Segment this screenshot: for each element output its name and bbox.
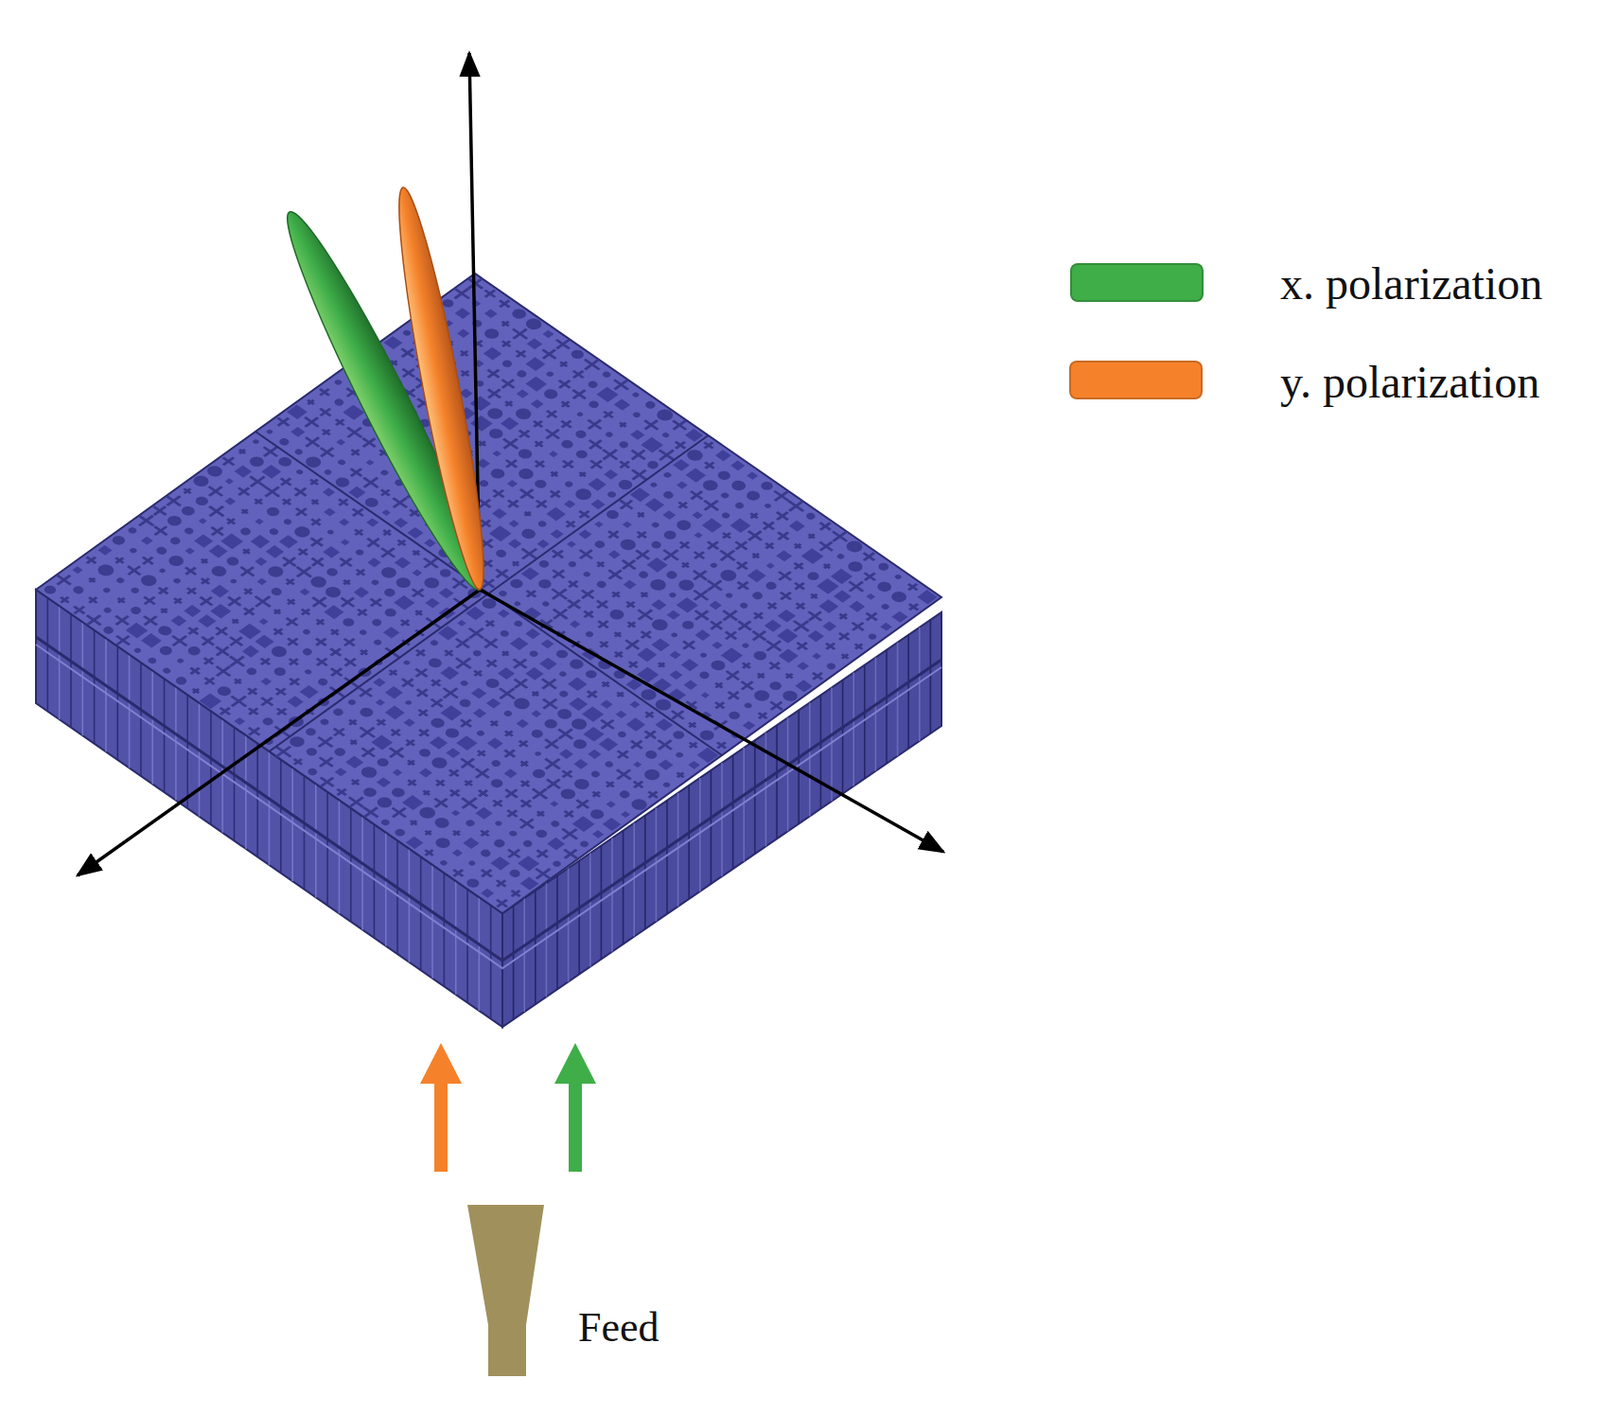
incident-arrows [420,1042,597,1172]
legend-text: x. polarization [1280,257,1543,310]
feed-horn [467,1204,545,1376]
legend-swatch [1069,360,1203,400]
radiation-beams [269,183,501,599]
legend-swatch [1070,263,1204,302]
feed-label: Feed [578,1302,660,1352]
metasurface-block [35,273,943,1027]
coordinate-axes [77,52,944,876]
legend-text: y. polarization [1280,355,1540,408]
